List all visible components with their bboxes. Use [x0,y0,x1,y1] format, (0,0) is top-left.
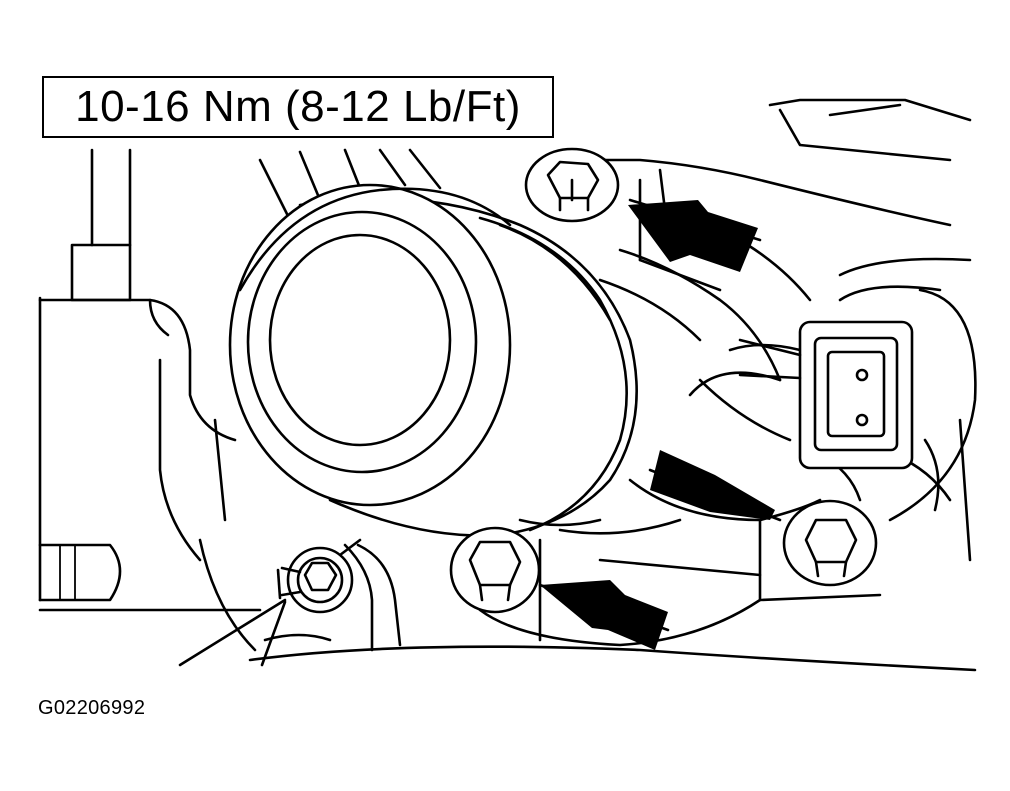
bolt-bottom-left [449,526,541,614]
arrow-bottom [538,580,670,650]
hose-connection [228,183,512,507]
arrow-top [628,198,762,272]
torque-spec-label: 10-16 Nm (8-12 Lb/Ft) [75,82,521,131]
nut-stud [178,538,402,667]
arrow-right [648,450,782,522]
figure-id: G02206992 [38,697,146,719]
temperature-sensor-connector [738,320,914,470]
arrows [538,198,782,650]
bolt-top [524,147,620,223]
torque-spec-callout: 10-16 Nm (8-12 Lb/Ft) [42,76,554,138]
bolt-bottom-right [782,499,878,587]
